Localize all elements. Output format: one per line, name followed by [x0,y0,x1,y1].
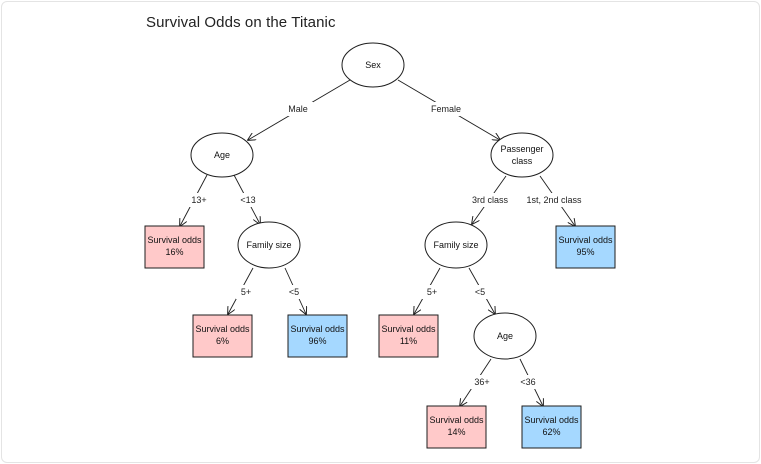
leaf-female-class-12 [555,225,616,269]
leaf-male-family-5plus [192,314,253,358]
leaf-male-family-lt5-label: Survival odds [290,324,345,334]
leaf-male-13plus [144,225,205,269]
leaf-female-class-12-label: Survival odds [558,235,613,245]
node-family-size-male-label: Family size [246,240,291,250]
leaf-female-family-5plus [378,314,439,358]
node-age-female [473,312,537,360]
edge-label-family-lt5-female: <5 [475,287,485,297]
leaf-male-family-5plus-label: Survival odds [195,324,250,334]
node-age-male [190,132,254,178]
edge-label-class-12: 1st, 2nd class [526,195,582,205]
node-passenger-class-label-line2: class [512,156,533,166]
node-family-size-female [424,221,488,269]
node-passenger-class-label-line1: Passenger [500,144,543,154]
leaf-female-family-5plus-value: 11% [400,336,417,346]
diagram-title: Survival Odds on the Titanic [146,14,336,31]
leaf-female-class-12-value: 95% [576,247,594,257]
node-age-female-label: Age [497,331,513,341]
node-age-male-label: Age [214,150,230,160]
leaf-female-age-36plus [426,405,487,449]
node-family-size-female-label: Family size [433,240,478,250]
leaf-male-13plus-value: 16% [165,247,183,257]
edge-label-age-13plus: 13+ [191,195,206,205]
edge-label-female: Female [431,104,461,114]
leaf-male-family-lt5 [287,314,348,358]
leaf-female-age-lt36 [521,405,582,449]
edge-label-age-lt13: <13 [240,195,255,205]
edge-label-age-lt36: <36 [520,377,535,387]
edge-label-family-lt5-male: <5 [289,287,299,297]
leaf-female-age-36plus-label: Survival odds [429,415,484,425]
leaf-female-age-lt36-label: Survival odds [524,415,579,425]
edge-label-family-5plus-male: 5+ [241,287,251,297]
edge-label-class-3rd: 3rd class [472,195,509,205]
edge-label-male: Male [288,104,308,114]
leaf-female-family-5plus-label: Survival odds [381,324,436,334]
node-family-size-male [237,221,301,269]
edge-label-family-5plus-female: 5+ [427,287,437,297]
leaf-female-age-lt36-value: 62% [542,427,560,437]
node-sex-label: Sex [365,60,381,70]
leaf-male-13plus-label: Survival odds [147,235,202,245]
leaf-female-age-36plus-value: 14% [447,427,465,437]
leaf-male-family-5plus-value: 6% [216,336,229,346]
leaf-male-family-lt5-value: 96% [308,336,326,346]
node-sex [341,42,405,88]
edge-label-age-36plus: 36+ [474,377,489,387]
node-passenger-class [490,132,554,178]
